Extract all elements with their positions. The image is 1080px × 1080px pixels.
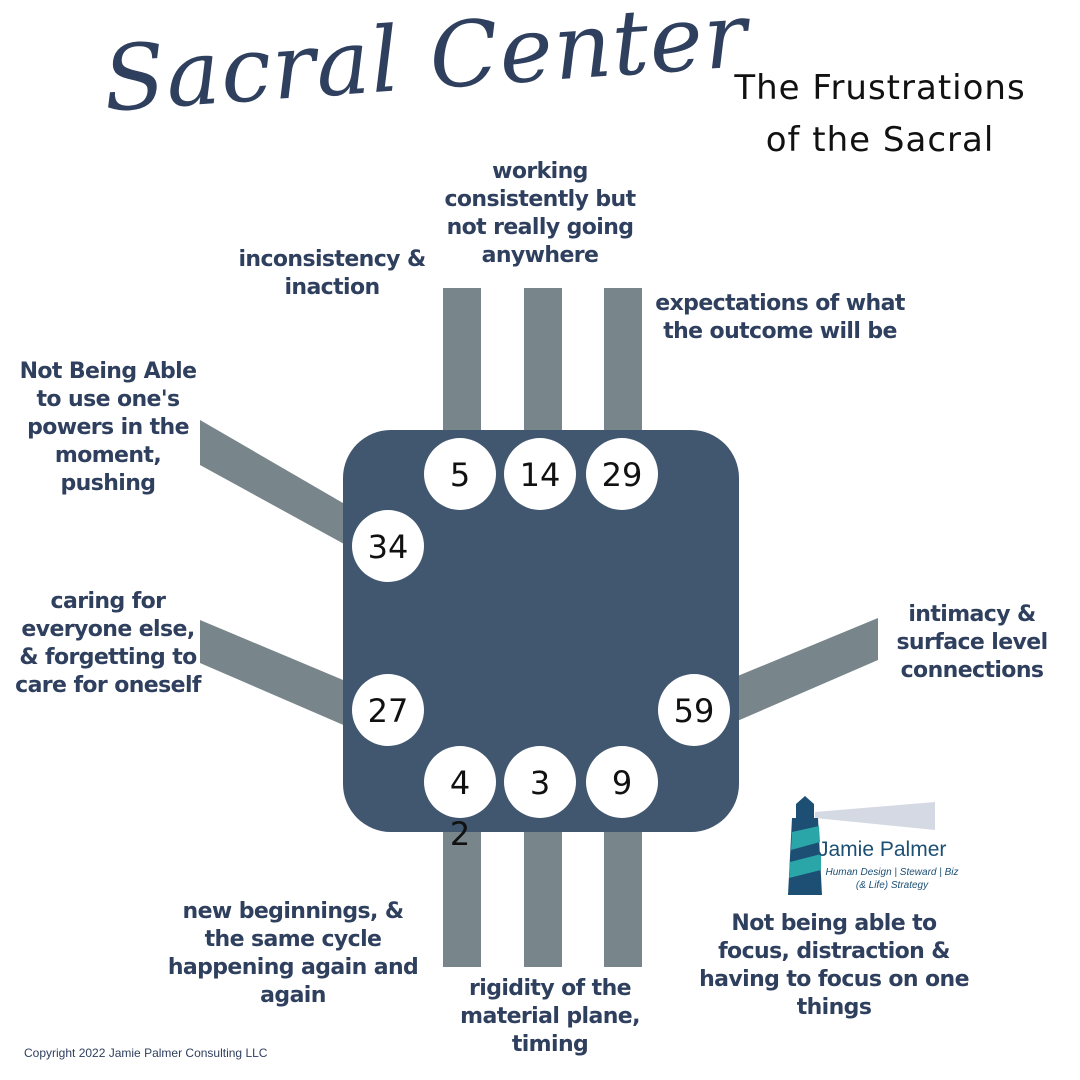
gate-14: 14 [504, 438, 576, 510]
subtitle-line-2: of the Sacral [765, 120, 995, 160]
gate-59-number: 59 [674, 692, 715, 730]
gate-29: 29 [586, 438, 658, 510]
channel-gate-27 [200, 620, 355, 730]
gate-34: 34 [352, 510, 424, 582]
copyright: Copyright 2022 Jamie Palmer Consulting L… [24, 1046, 268, 1060]
gate-3-number: 3 [530, 764, 550, 802]
gate-59: 59 [658, 674, 730, 746]
gate-42-number-line-2: 2 [450, 815, 470, 853]
gate-42-number-line-1: 4 [450, 764, 470, 802]
channel-gate-29 [604, 288, 642, 438]
sacral-center-square [343, 430, 739, 832]
channel-gate-42 [443, 825, 481, 967]
gate-5: 5 [424, 438, 496, 510]
label-gate-14: working consistently but not really goin… [444, 159, 636, 268]
gate-3: 3 [504, 746, 576, 818]
gate-34-number: 34 [368, 528, 409, 566]
gate-9-number: 9 [612, 764, 632, 802]
subtitle-line-1: The Frustrations [734, 68, 1026, 108]
label-gate-42: new beginnings, & the same cycle happeni… [167, 899, 419, 1008]
label-gate-29: expectations of what the outcome will be [655, 291, 905, 344]
gate-14-number: 14 [520, 456, 561, 494]
channel-gate-9 [604, 825, 642, 967]
label-gate-27: caring for everyone else, & forgetting t… [15, 589, 201, 698]
gate-42: 4 2 [424, 746, 496, 853]
channel-gate-3 [524, 825, 562, 967]
subtitle: The Frustrations of the Sacral [700, 62, 1060, 166]
label-gate-5: inconsistency & inaction [238, 247, 426, 300]
gate-29-number: 29 [602, 456, 643, 494]
gate-27-number: 27 [368, 692, 409, 730]
gate-27: 27 [352, 674, 424, 746]
channel-gate-59 [728, 618, 878, 725]
lighthouse-icon [788, 796, 935, 895]
logo-name: Jamie Palmer [818, 838, 947, 861]
label-gate-59: intimacy & surface level connections [896, 602, 1048, 683]
channel-gate-14 [524, 288, 562, 438]
label-gate-3: rigidity of the material plane, timing [460, 976, 640, 1057]
channel-gate-34 [200, 420, 355, 550]
logo-tagline: Human Design | Steward | Biz (& Life) St… [825, 867, 959, 891]
gate-9: 9 [586, 746, 658, 818]
label-gate-34: Not Being Able to use one's powers in th… [19, 359, 197, 496]
label-gate-9: Not being able to focus, distraction & h… [699, 911, 969, 1020]
channel-gate-5 [443, 288, 481, 438]
gate-5-number: 5 [450, 456, 470, 494]
